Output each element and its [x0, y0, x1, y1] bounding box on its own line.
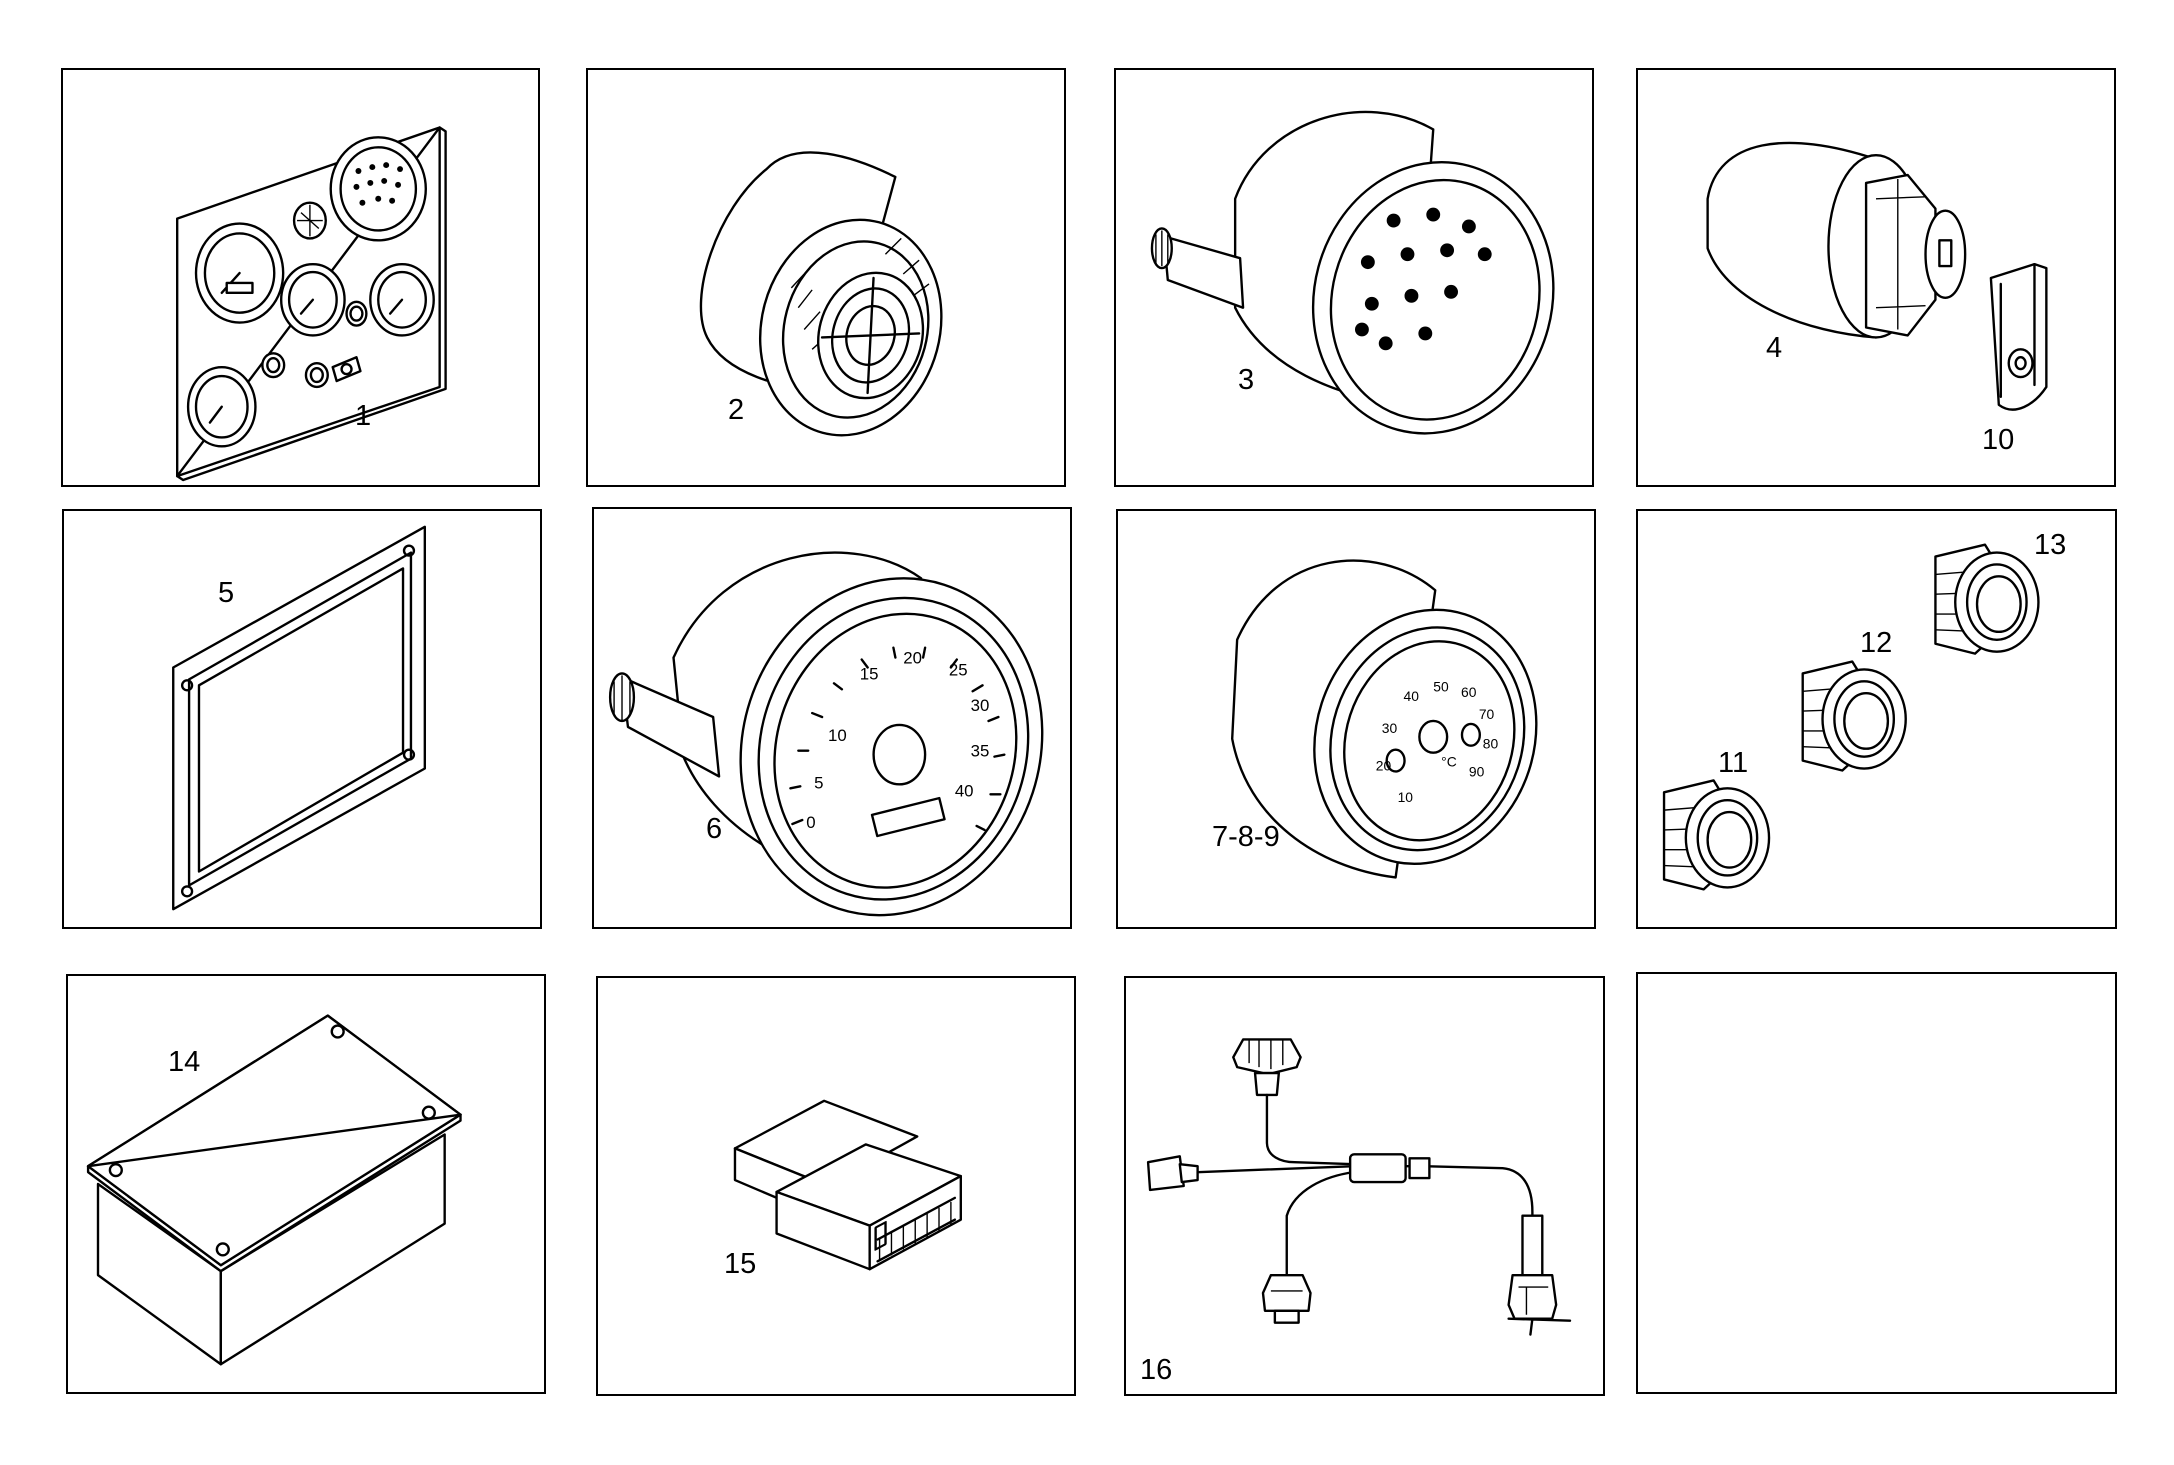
buzzer-icon — [699, 151, 943, 437]
panel-item-2: 2 — [586, 68, 1066, 487]
temp-tick-10: 10 — [1398, 789, 1414, 805]
speed-tick-25: 25 — [949, 660, 968, 679]
sender-unit-icon — [1706, 141, 2048, 411]
speed-tick-15: 15 — [860, 664, 879, 683]
speed-tick-35: 35 — [971, 742, 990, 761]
temp-tick-90: 90 — [1469, 763, 1485, 779]
speedometer-scale: 15 20 25 30 10 35 5 40 0 — [806, 649, 989, 832]
speed-tick-20: 20 — [903, 649, 922, 668]
temp-tick-20: 20 — [1376, 758, 1392, 774]
panel-item-11-12-13: 11 12 13 — [1636, 509, 2117, 929]
item-label-16: 16 — [1140, 1354, 1173, 1386]
item-label-4: 4 — [1766, 332, 1783, 364]
item-label-10: 10 — [1982, 424, 2015, 456]
temp-tick-40: 40 — [1404, 688, 1420, 704]
instrument-panel-icon — [175, 126, 447, 482]
item-label-5: 5 — [218, 577, 235, 609]
item-label-3: 3 — [1238, 364, 1255, 396]
item-label-15: 15 — [724, 1248, 757, 1280]
temp-tick-80: 80 — [1483, 736, 1499, 752]
panel-item-15: 15 — [596, 976, 1076, 1396]
indicator-lamp-icon — [1662, 543, 2040, 891]
panel-item-4-10: 4 10 — [1636, 68, 2116, 487]
item-label-1: 1 — [355, 400, 372, 432]
item-label-11: 11 — [1718, 747, 1749, 779]
temperature-scale: 40 50 60 70 30 80 20 °C 90 10 — [1376, 678, 1499, 805]
panel-item-6: 15 20 25 30 10 35 5 40 0 6 — [592, 507, 1072, 929]
item-label-6: 6 — [706, 813, 723, 845]
wiring-harness-icon — [1146, 1038, 1572, 1336]
panel-item-3: 3 — [1114, 68, 1594, 487]
speed-tick-30: 30 — [971, 696, 990, 715]
item-label-2: 2 — [728, 394, 745, 426]
sender-cover-icon — [1989, 262, 2048, 411]
panel-item-14: 14 — [66, 974, 546, 1394]
connector-block-icon — [733, 1099, 962, 1271]
speed-tick-5: 5 — [814, 773, 823, 792]
panel-item-16: 16 — [1124, 976, 1605, 1396]
temp-tick-30: 30 — [1382, 720, 1398, 736]
temperature-gauge-icon: 40 50 60 70 30 80 20 °C 90 10 — [1231, 559, 1538, 879]
control-box-icon — [86, 1014, 462, 1366]
panel-item-5: 5 — [62, 509, 542, 929]
panel-item-1: 1 — [61, 68, 540, 487]
item-label-13: 13 — [2034, 529, 2067, 561]
speed-tick-0: 0 — [806, 813, 815, 832]
panel-item-7-8-9: 40 50 60 70 30 80 20 °C 90 10 7-8-9 — [1116, 509, 1596, 929]
item-label-7-8-9: 7-8-9 — [1212, 821, 1280, 853]
temp-tick-60: 60 — [1461, 684, 1477, 700]
speed-tick-40: 40 — [955, 781, 974, 800]
temp-tick-50: 50 — [1433, 678, 1449, 694]
temp-tick-70: 70 — [1479, 706, 1495, 722]
panel-gasket-icon — [172, 525, 427, 911]
item-label-12: 12 — [1860, 627, 1893, 659]
panel-empty — [1636, 972, 2117, 1394]
temp-unit: °C — [1441, 754, 1457, 770]
speed-tick-10: 10 — [828, 726, 847, 745]
warning-lamp-cluster-icon — [1150, 110, 1555, 435]
speedometer-icon: 15 20 25 30 10 35 5 40 0 — [608, 551, 1044, 917]
item-label-14: 14 — [168, 1046, 201, 1078]
